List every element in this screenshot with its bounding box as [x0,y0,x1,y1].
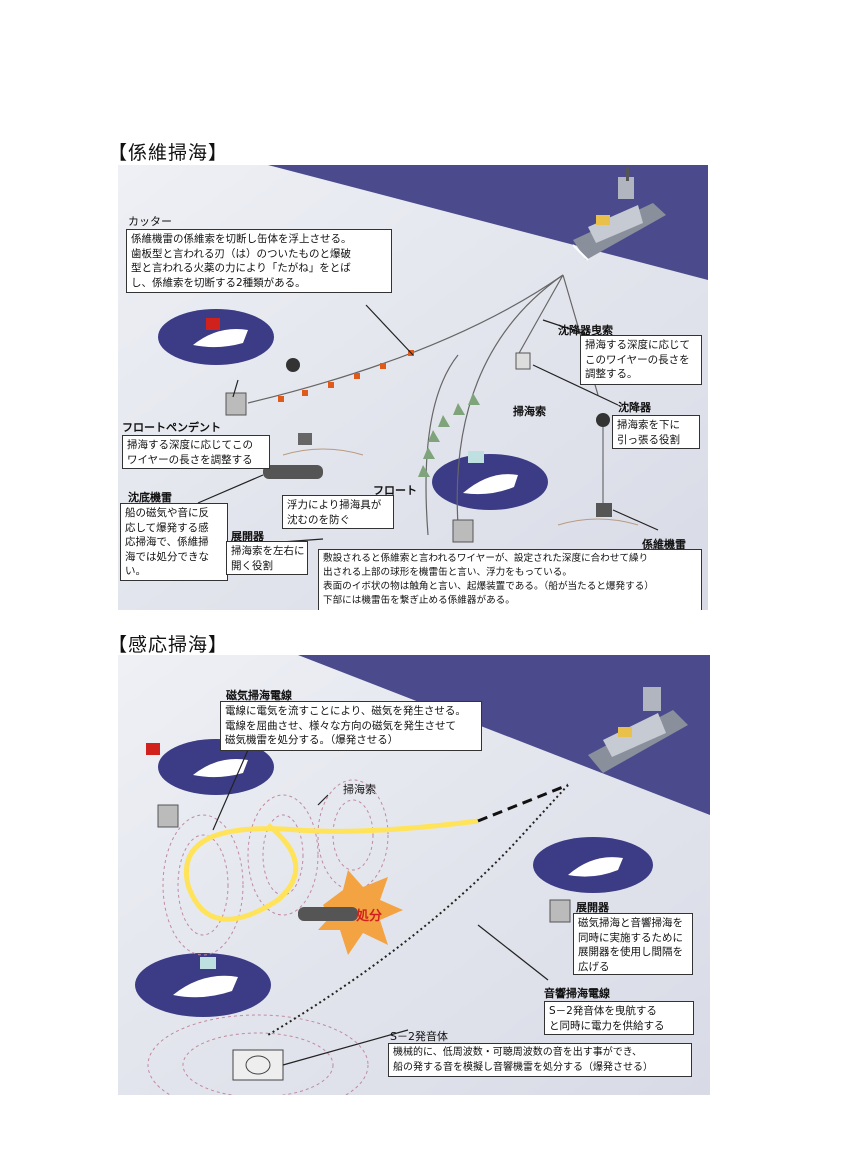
moored-sweep-diagram: カッター 係維機雷の係維索を切断し缶体を浮上させる。歯板型と言われる刃（は）のつ… [118,165,708,610]
acoustic-cable-description: S－2発音体を曳航すると同時に電力を供給する [544,1001,694,1035]
float-flag-icon [146,743,160,755]
influence-sweep-diagram: 磁気掃海電線 電線に電気を流すことにより、磁気を発生させる。電線を屈曲させ、様々… [118,655,710,1095]
cutter-description: 係維機雷の係維索を切断し缶体を浮上させる。歯板型と言われる刃（は）のついたものと… [126,229,392,293]
float-flag-icon [206,318,220,330]
float-label: フロート [373,484,417,497]
sinker-block-icon [596,503,612,517]
minesweeper-ship-icon [572,167,666,261]
section-heading-influence-sweep: 【感応掃海】 [108,634,229,656]
sinker-label: 沈降器 [618,401,651,414]
cutter-label: カッター [128,215,172,228]
otter-description: 磁気掃海と音響掃海を同時に実施するために 展開器を使用し間隔を広げる [573,913,693,975]
minesweeper-ship-icon [588,687,688,773]
s2-label: S－2発音体 [390,1030,448,1043]
sweep-wire-label: 掃海索 [513,405,546,418]
float-description: 浮力により掃海具が沈むのを防ぐ [282,495,394,529]
bottom-mine-icon [263,465,323,479]
moored-mine-description: 敷設されると係維索と言われるワイヤーが、設定された深度に合わせて繰り出される上部… [318,549,702,610]
disposal-label: 処分 [356,909,383,924]
otter-icon-left [157,804,179,828]
sinker-rope-description: 掃海する深度に応じてこのワイヤーの長さを調整する。 [580,335,702,385]
float-pendant-label: フロートペンデント [122,421,221,434]
deep-sea-area [298,655,710,815]
sweep-wire-label: 掃海索 [343,783,376,796]
magnetic-cable-label: 磁気掃海電線 [226,689,292,702]
bottom-mine-icon [298,907,358,921]
pointer-line [365,304,414,356]
otter-description: 掃海索を左右に開く役割 [226,541,308,575]
explosion-icon [318,870,403,955]
s2-description: 機械的に、低周波数・可聴周波数の音を出す事ができ、船の発する音を模擬し音響機雷を… [388,1043,692,1077]
magnetic-cable-description: 電線に電気を流すことにより、磁気を発生させる。電線を屈曲させ、様々な方向の磁気を… [220,701,482,751]
acoustic-cable-label: 音響掃海電線 [544,987,610,1000]
sinker-rope-label: 沈降器曳索 [558,324,613,337]
bottom-mine-label: 沈底機雷 [128,491,172,504]
otter-icon-right [549,899,571,923]
moored-mine-label: 係維機雷 [642,538,686,551]
otter-icon-right [452,519,474,543]
float-pendant-description: 掃海する深度に応じてこのワイヤーの長さを調整する [122,435,270,469]
sinker-icon [515,352,531,370]
otter-label: 展開器 [231,530,264,543]
mine-sphere-icon [286,358,300,372]
otter-label: 展開器 [576,901,609,914]
pointer-line [212,749,249,831]
otter-icon-left [225,392,247,416]
bottom-mine-description: 船の磁気や音に反応して爆発する感 応掃海で、係維掃海では処分できな い。 [120,503,228,581]
s2-sound-body-icon [232,1049,284,1081]
sinker-description: 掃海索を下に引っ張る役割 [612,415,700,449]
magnetic-sweep-cable [184,818,479,922]
section-heading-moored-sweep: 【係維掃海】 [108,142,229,164]
